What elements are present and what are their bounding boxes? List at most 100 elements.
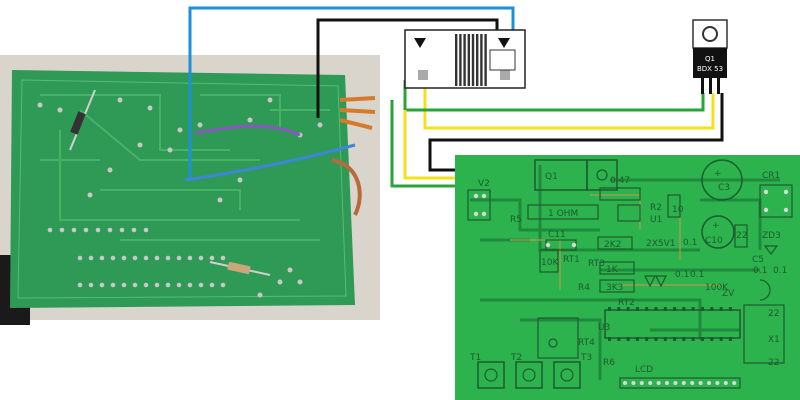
r1k-body [599, 261, 635, 275]
solder-pad [143, 255, 149, 261]
solder-pad [107, 167, 113, 173]
ic-pin [626, 307, 630, 311]
component-pad [481, 193, 487, 199]
solder-pad [220, 282, 226, 288]
label-zd3: ZD3 [762, 231, 781, 241]
brown-wire [331, 158, 362, 216]
lcd-pad [681, 381, 686, 385]
r2k2-body [597, 236, 633, 250]
ic-pin [719, 307, 723, 311]
label-t1: T1 [469, 353, 481, 363]
solder-pad [257, 292, 263, 298]
label-c5: C5 [752, 255, 764, 265]
connector-pad-right [500, 70, 510, 80]
solder-pad [87, 192, 93, 198]
connector-finger [476, 34, 479, 86]
ic-pin [608, 307, 611, 311]
solder-pad [88, 282, 94, 288]
v2-footprint [467, 189, 491, 221]
label-047: 0.47 [610, 176, 630, 186]
zd3-symbol [763, 245, 779, 255]
solder-pad [83, 227, 89, 233]
transistor-q1: Q1 BDX 53 [692, 19, 728, 94]
solder-pad [277, 279, 283, 285]
transistor-part: BDX 53 [697, 65, 723, 73]
label-q1: Q1 [545, 172, 558, 182]
solder-pad [77, 282, 83, 288]
solder-pad [154, 282, 160, 288]
solder-pad [121, 282, 127, 288]
label-zv: ZV [722, 289, 735, 299]
solder-pad [88, 255, 94, 261]
component-pad [763, 207, 769, 213]
lcd-header [619, 377, 741, 389]
label-u3: U3 [598, 323, 610, 333]
solder-pad [117, 97, 123, 103]
solder-pad [57, 107, 63, 113]
solder-pad [137, 142, 143, 148]
cr1-footprint [759, 184, 793, 218]
solder-pad [77, 255, 83, 261]
transistor-mount-hole [702, 26, 718, 42]
connector-pad-left [418, 70, 428, 80]
component-pad [783, 207, 789, 213]
diode-symbol-1 [644, 275, 656, 288]
pcb-photo-traces [40, 94, 330, 241]
ic-pin [673, 337, 677, 341]
label-1k: 1K [606, 265, 619, 275]
lcd-pad [639, 381, 644, 385]
label-22b: 22 [768, 309, 779, 319]
ic-pin [645, 337, 649, 341]
c10-polarity: + [712, 221, 720, 231]
solder-pad [209, 255, 215, 261]
solder-pad [59, 227, 65, 233]
ic-pin [701, 337, 704, 341]
ic-pin [654, 307, 658, 311]
solder-pad [107, 227, 113, 233]
lcd-pad [673, 381, 678, 385]
solder-pad [317, 122, 323, 128]
r5-body [527, 204, 599, 220]
ic-pin [626, 337, 630, 341]
label-2x5v1: 2X5V1 [646, 239, 676, 249]
yellow-wire-top [423, 80, 715, 130]
component-pad [545, 242, 551, 248]
connector-finger [484, 34, 487, 86]
ic-pin [645, 307, 649, 311]
c3-polarity: + [714, 169, 722, 179]
component-pad [571, 242, 577, 248]
ic-pin [719, 337, 723, 341]
u3-ic-outline [604, 309, 741, 339]
solder-pad [220, 255, 226, 261]
r10k-body [539, 249, 559, 273]
ic-pin [617, 307, 621, 311]
lcd-pad [690, 381, 695, 385]
label-cr1: CR1 [762, 171, 780, 181]
r22-body [734, 224, 748, 248]
q1-hole [596, 169, 608, 181]
label-rt2: RT2 [618, 298, 635, 308]
t2-button-cap [522, 368, 536, 382]
label-c01e: 0.1 [683, 238, 697, 248]
pcb-photo-outline [17, 79, 347, 299]
transistor-lead-collector [709, 78, 712, 94]
ic-pin [710, 307, 714, 311]
ic-pin [663, 337, 667, 341]
ic-pin [673, 307, 677, 311]
solder-pad [176, 282, 182, 288]
label-2k2: 2K2 [604, 240, 621, 250]
solder-pad [131, 227, 137, 233]
solder-pad [119, 227, 125, 233]
label-rt3: RT3 [588, 259, 605, 269]
t3-button-cap [560, 368, 574, 382]
solder-pad [267, 97, 273, 103]
label-r6: R6 [603, 358, 615, 368]
component-pad [763, 189, 769, 195]
c047-footprint [599, 187, 641, 201]
label-r10: 10 [672, 205, 684, 215]
connector-finger [455, 34, 458, 86]
r3k3-body [599, 279, 635, 293]
label-r22: 22 [736, 231, 747, 241]
solder-pad [287, 267, 293, 273]
solder-pad [143, 227, 149, 233]
